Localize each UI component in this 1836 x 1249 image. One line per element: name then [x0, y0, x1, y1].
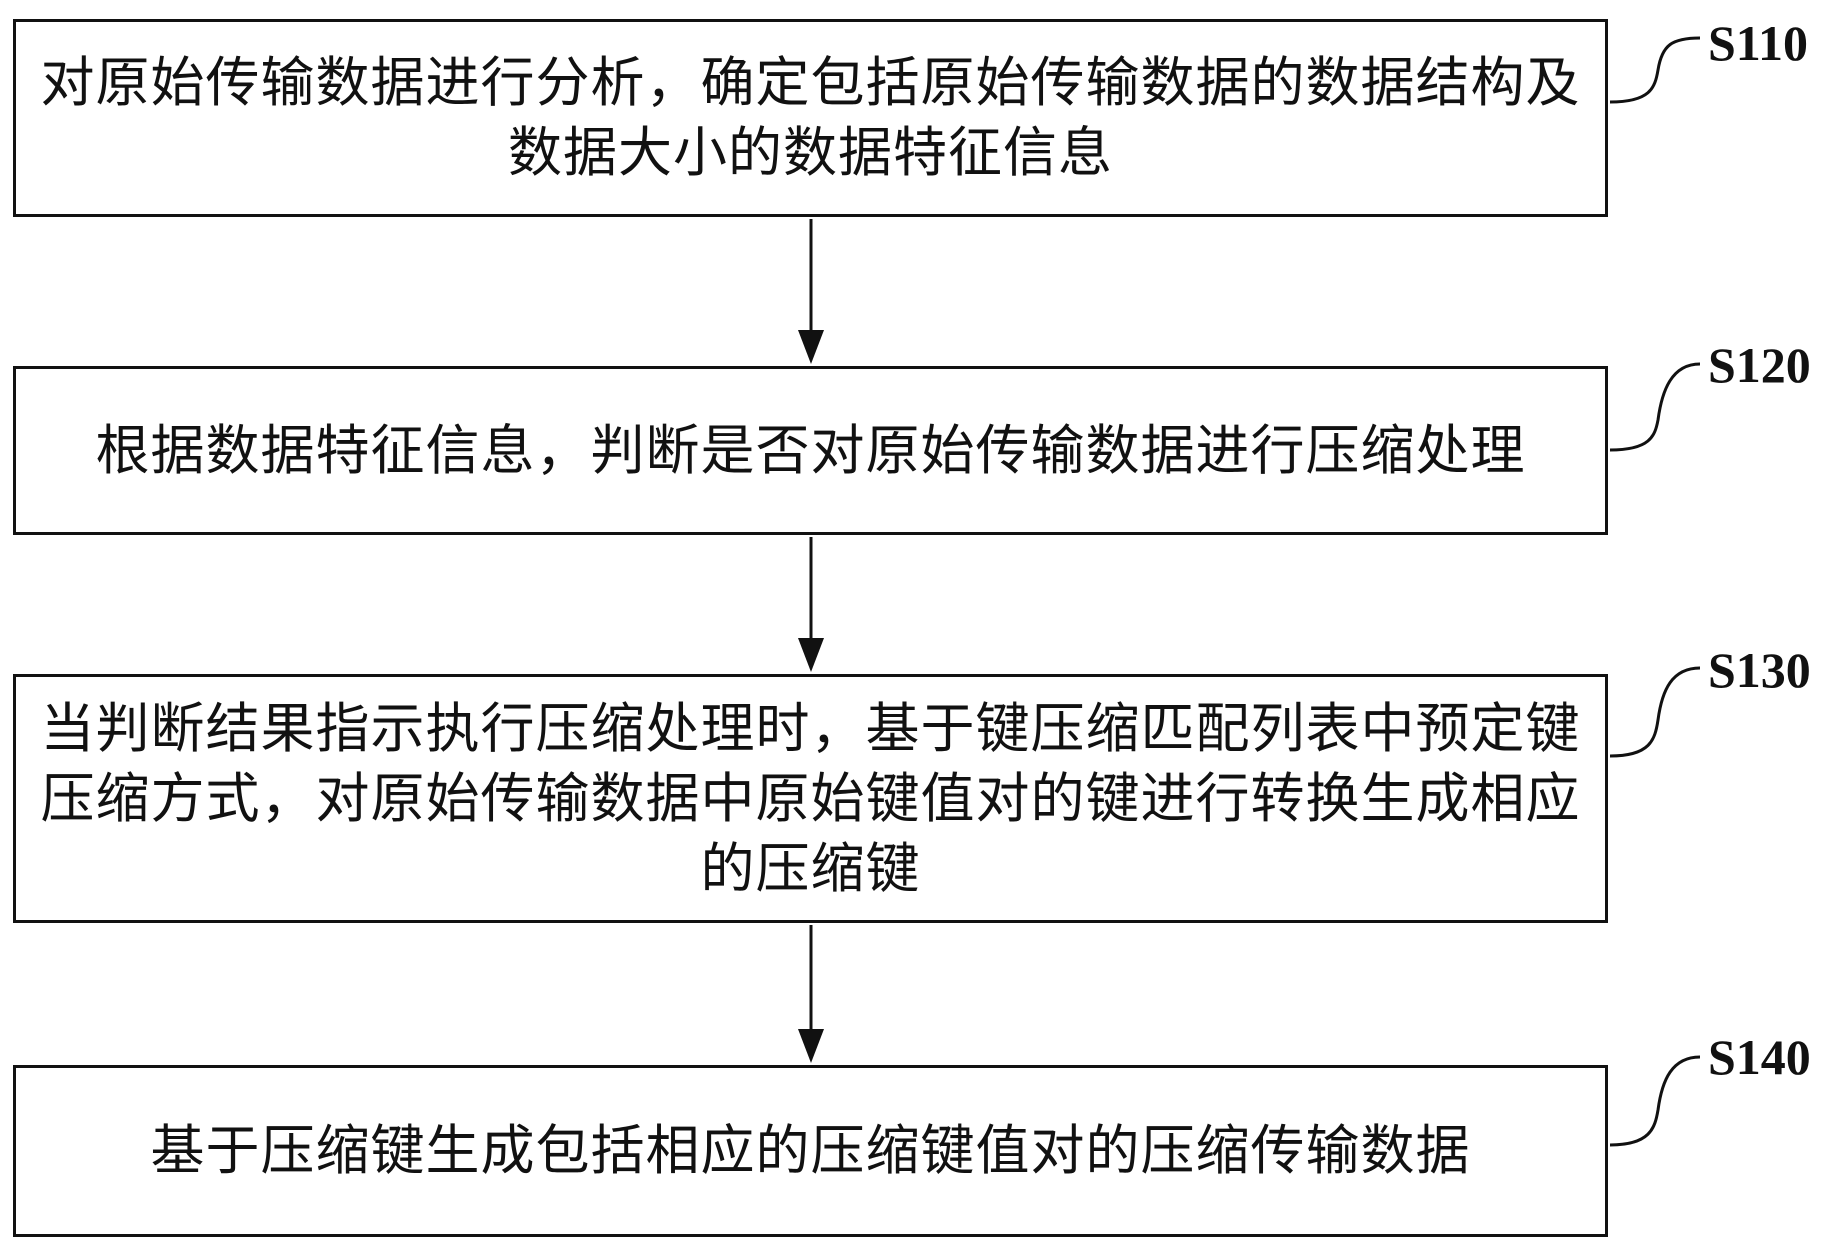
- step-label-s130: S130: [1708, 645, 1811, 695]
- step-label-s140: S140: [1708, 1032, 1811, 1082]
- step-box-s140: 基于压缩键生成包括相应的压缩键值对的压缩传输数据: [13, 1065, 1608, 1237]
- step-text-s110: 对原始传输数据进行分析，确定包括原始传输数据的数据结构及数据大小的数据特征信息: [38, 48, 1583, 188]
- leader-curve-s120: [1610, 364, 1700, 450]
- arrow-s130-to-s140: [798, 925, 824, 1063]
- step-text-s130: 当判断结果指示执行压缩处理时，基于键压缩匹配列表中预定键压缩方式，对原始传输数据…: [38, 694, 1583, 904]
- step-box-s120: 根据数据特征信息，判断是否对原始传输数据进行压缩处理: [13, 366, 1608, 535]
- leader-curve-s130: [1610, 668, 1700, 756]
- step-text-s120: 根据数据特征信息，判断是否对原始传输数据进行压缩处理: [96, 416, 1526, 486]
- step-label-s110: S110: [1708, 18, 1808, 68]
- step-text-s140: 基于压缩键生成包括相应的压缩键值对的压缩传输数据: [151, 1116, 1471, 1186]
- arrow-s120-to-s130: [798, 537, 824, 672]
- step-box-s110: 对原始传输数据进行分析，确定包括原始传输数据的数据结构及数据大小的数据特征信息: [13, 19, 1608, 217]
- leader-curve-s140: [1610, 1057, 1700, 1145]
- step-box-s130: 当判断结果指示执行压缩处理时，基于键压缩匹配列表中预定键压缩方式，对原始传输数据…: [13, 674, 1608, 923]
- leader-curve-s110: [1610, 38, 1700, 102]
- arrow-s110-to-s120: [798, 219, 824, 364]
- step-label-s120: S120: [1708, 340, 1811, 390]
